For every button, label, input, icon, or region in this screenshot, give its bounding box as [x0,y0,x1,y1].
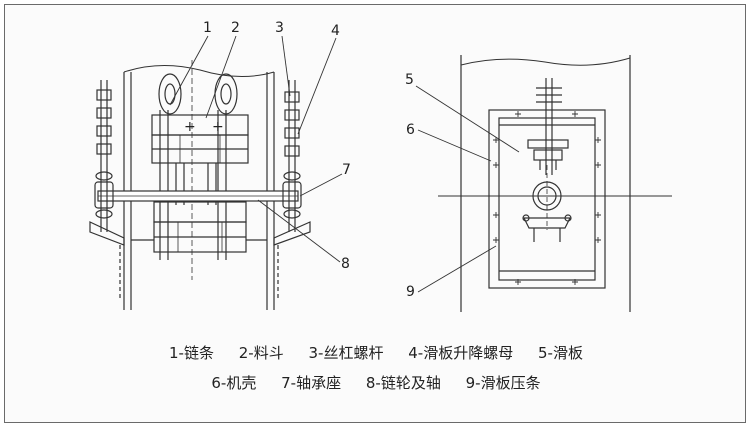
shaft-circle [532,165,562,230]
left-view: + + [89,35,343,310]
legend-item: 3-丝杠螺杆 [308,344,384,362]
legend-item: 5-滑板 [538,344,583,362]
right-view [415,55,672,312]
base-flange [89,221,311,246]
leader-lines-right [415,85,520,293]
screw-rod-right [282,80,302,232]
press-strip-bolts [493,111,601,285]
casing-walls [123,64,275,310]
hopper-lower [153,201,247,253]
casing [460,55,631,312]
slide-plate [488,109,606,289]
callout-2: 2 [231,20,240,36]
legend-item: 2-料斗 [238,344,284,362]
chain-lower [119,245,279,300]
callout-3: 3 [275,20,284,36]
legend-item: 8-链轮及轴 [365,374,441,392]
callout-5: 5 [405,72,414,88]
lift-nut-assembly [527,78,569,175]
screw-rod-left [94,80,114,232]
bearing-beam [97,190,299,202]
bearing-bracket [522,214,572,242]
legend-row-2: 6-机壳 7-轴承座 8-链轮及轴 9-滑板压条 [0,372,752,393]
callout-labels: 1 2 3 4 7 8 5 6 9 [203,20,415,300]
hopper-upper: + + [151,114,249,164]
callout-4: 4 [331,23,340,39]
figure-frame [4,4,746,423]
legend-item: 4-滑板升降螺母 [408,344,514,362]
legend-item: 6-机壳 [211,374,257,392]
legend-item: 1-链条 [169,344,214,362]
leader-lines [169,35,343,263]
legend-row-1: 1-链条 2-料斗 3-丝杠螺杆 4-滑板升降螺母 5-滑板 [0,342,752,363]
callout-6: 6 [406,122,415,138]
top-sprockets [158,73,238,115]
legend-item: 7-轴承座 [281,374,342,392]
svg-text:+: + [184,119,196,135]
callout-9: 9 [406,284,415,300]
callout-1: 1 [203,20,212,36]
svg-text:+: + [212,119,224,135]
callout-8: 8 [341,256,350,272]
callout-7: 7 [342,162,351,178]
legend-item: 9-滑板压条 [465,374,541,392]
